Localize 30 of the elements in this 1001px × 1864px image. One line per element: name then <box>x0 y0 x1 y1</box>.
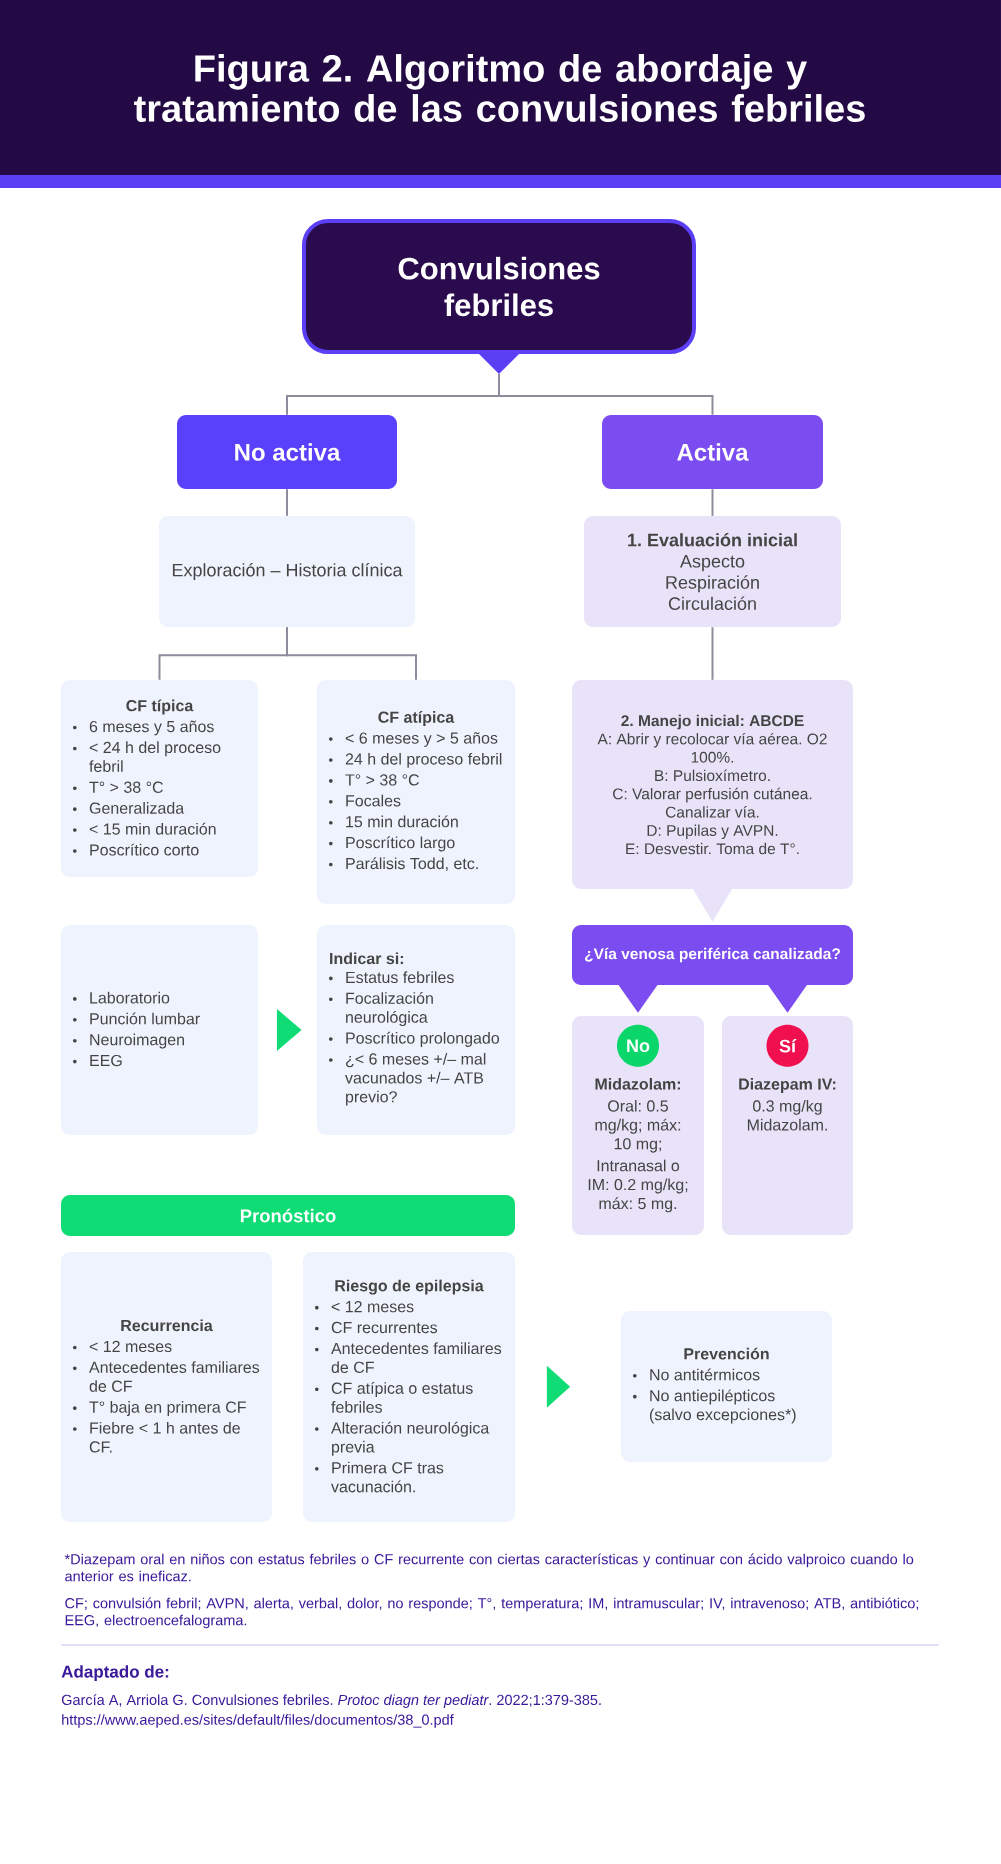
start-box: Convulsiones febriles <box>302 219 696 374</box>
process-box: Exploración – Historia clínica <box>159 516 415 627</box>
process-box: 2. Manejo inicial: ABCDE A: Abrir y recolocar vía aérea. O2 100%. B: Pulsioxímetro. C: Valorar perfusión cutánea. Canalizar vía. D: Pupilas y AVPN. E: Desvestir. Toma de T°. <box>572 680 853 889</box>
url-link: https://www.aeped.es/sites/default/files/documentos/38_0.pdf <box>62 1714 454 1728</box>
source-heading: Adaptado de: <box>61 1665 169 1682</box>
connector-line <box>286 488 288 517</box>
footnote: *Diazepam oral en niños con estatus febriles o CF recurrente con ciertas características y continuar con ácido valproico cuando lo anterior es ineficaz. <box>64 1553 914 1582</box>
connector-line <box>498 373 714 416</box>
pointer-arrow <box>618 984 658 1013</box>
abbreviation-note: CF; convulsión febril; AVPN, alerta, verbal, dolor, no responde; T°, temperatura; IM, intramuscular; IV, intravenoso; ATB, antibiótico; EEG, electroencefalograma. <box>65 1597 919 1629</box>
chevron-arrow <box>546 1365 571 1408</box>
connector-line <box>286 626 417 681</box>
criteria-box: Riesgo de epilepsia < 12 meses CF recurrentes Antecedentes familiares de CF CF atípica o estatus febriles Alteración neurológica previa Primera CF tras vacunación. <box>303 1252 515 1522</box>
pointer-arrow <box>767 984 808 1013</box>
criteria-box: CF atípica < 6 meses y > 5 años 24 h del proceso febril T° > 38 °C Focales 15 min duración Poscrítico largo Parálisis Todd, etc. <box>317 680 515 904</box>
list-box: Laboratorio Punción lumbar Neuroimagen EEG <box>61 925 258 1135</box>
connector-line <box>711 488 714 517</box>
pointer-arrow <box>692 888 733 922</box>
section-banner: Pronóstico <box>61 1195 515 1236</box>
criteria-box: Recurrencia < 12 meses Antecedentes familiares de CF T° baja en primera CF Fiebre < 1 h antes de CF. <box>61 1252 272 1522</box>
connector-line <box>711 626 714 681</box>
title: Figura 2. Algoritmo de abordaje y tratamiento de las convulsiones febriles <box>134 54 865 122</box>
process-box: Activa <box>602 415 823 489</box>
process-box: No activa <box>177 415 397 489</box>
citation: García A, Arriola G. Convulsiones febriles. Protoc diagn ter pediatr. 2022;1:379-385. <box>61 1694 601 1708</box>
chevron-arrow <box>276 1009 302 1051</box>
process-box: 1. Evaluación inicial Aspecto Respiración Circulación <box>584 516 841 627</box>
criteria-box: Prevención No antitérmicos No antiepilépticos (salvo excepciones*) <box>621 1311 832 1462</box>
list-box: Indicar si: Estatus febriles Focalización neurológica Poscrítico prolongado ¿< 6 meses +/– mal vacunados +/– ATB previo? <box>317 925 515 1135</box>
criteria-box: CF típica 6 meses y 5 años < 24 h del proceso febril T° > 38 °C Generalizada < 15 min duración Poscrítico corto <box>61 680 258 877</box>
